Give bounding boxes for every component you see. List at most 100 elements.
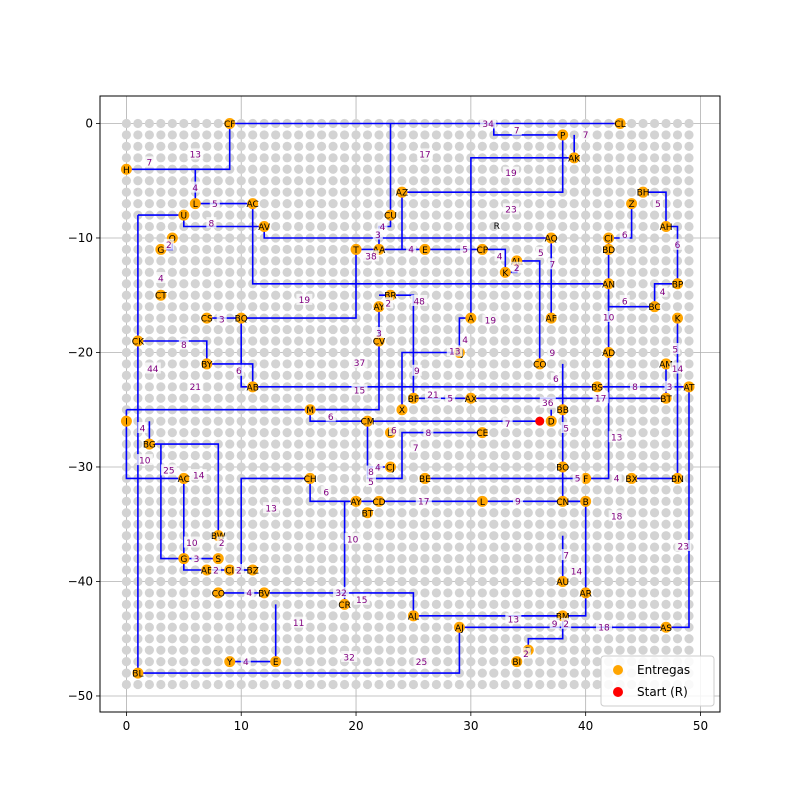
background-point: [535, 657, 545, 667]
delivery-label: CF: [224, 120, 235, 130]
background-point: [225, 599, 235, 609]
background-point: [558, 324, 568, 335]
background-point: [374, 450, 384, 461]
background-point: [649, 611, 660, 621]
background-point: [282, 199, 292, 209]
background-point: [477, 256, 487, 266]
background-point: [397, 485, 407, 495]
delivery-label: CS: [201, 315, 213, 325]
background-point: [271, 141, 281, 151]
background-point: [408, 221, 419, 232]
background-point: [328, 611, 338, 621]
background-point: [282, 164, 292, 174]
background-point: [512, 347, 522, 358]
background-point: [523, 336, 533, 346]
background-point: [672, 588, 683, 598]
background-point: [431, 439, 442, 449]
background-point: [661, 531, 671, 541]
background-point: [156, 313, 166, 323]
edge-label-bg: [675, 539, 692, 551]
edge-label-bg: [210, 564, 221, 576]
background-point: [512, 290, 522, 300]
background-point: [661, 324, 671, 335]
background-point: [271, 462, 281, 472]
background-point: [431, 153, 442, 163]
background-point: [546, 439, 556, 449]
background-point: [512, 634, 522, 644]
edge-weight-label: 10: [347, 535, 359, 545]
delivery-label: G: [180, 555, 187, 565]
background-point: [190, 611, 200, 621]
background-point: [569, 164, 579, 174]
background-point: [489, 290, 499, 300]
delivery-label: L: [193, 200, 198, 210]
background-point: [271, 359, 281, 369]
background-point: [523, 290, 533, 300]
background-point: [604, 130, 614, 140]
background-point: [489, 576, 499, 587]
background-point: [466, 519, 476, 529]
background-point: [500, 542, 510, 552]
background-point: [512, 302, 522, 312]
x-tick-label: 30: [463, 719, 478, 733]
background-point: [604, 485, 614, 495]
edge-weight-label: 5: [575, 475, 581, 485]
background-point: [374, 599, 384, 609]
background-point: [385, 359, 396, 369]
background-point: [638, 347, 648, 358]
background-point: [523, 359, 533, 369]
background-point: [615, 164, 625, 174]
background-point: [316, 611, 327, 621]
background-point: [638, 508, 648, 518]
delivery-label: CO: [533, 360, 546, 370]
background-point: [121, 118, 132, 129]
background-point: [489, 210, 499, 220]
background-point: [454, 130, 464, 140]
background-point: [569, 542, 579, 552]
background-point: [190, 485, 200, 495]
edge-weight-label: 5: [447, 395, 453, 405]
edge-label-bg: [520, 647, 531, 659]
background-point: [316, 267, 327, 277]
background-point: [259, 416, 269, 426]
background-point: [316, 553, 327, 564]
background-point: [649, 267, 660, 277]
background-point: [615, 496, 625, 506]
background-point: [592, 657, 602, 667]
background-point: [282, 290, 292, 300]
background-point: [248, 130, 258, 140]
delivery-label: AE: [201, 567, 213, 577]
background-point: [558, 588, 568, 598]
background-point: [328, 153, 338, 163]
background-point: [466, 462, 476, 472]
background-point: [179, 599, 189, 609]
background-point: [259, 485, 269, 495]
background-point: [489, 450, 499, 461]
background-point: [661, 450, 671, 461]
background-point: [569, 508, 579, 518]
background-point: [466, 324, 476, 335]
background-point: [672, 508, 683, 518]
delivery-point: [258, 221, 270, 233]
edge-weight-label: 10: [603, 313, 615, 323]
background-point: [259, 290, 269, 300]
delivery-label: AV: [258, 223, 271, 233]
background-point: [500, 462, 510, 472]
background-point: [592, 256, 602, 266]
background-point: [190, 428, 200, 438]
edge-label-bg: [535, 246, 546, 258]
background-point: [661, 645, 671, 655]
background-point: [121, 370, 132, 380]
background-point: [523, 553, 533, 564]
background-point: [351, 141, 361, 151]
delivery-label: BT: [660, 395, 672, 405]
background-point: [420, 450, 430, 461]
route-segment: [309, 478, 586, 503]
background-point: [500, 508, 510, 518]
background-point: [626, 130, 637, 140]
edge-label-bg: [547, 258, 558, 270]
background-point: [431, 130, 442, 140]
background-point: [144, 553, 154, 564]
background-point: [385, 393, 396, 403]
background-point: [351, 473, 361, 484]
